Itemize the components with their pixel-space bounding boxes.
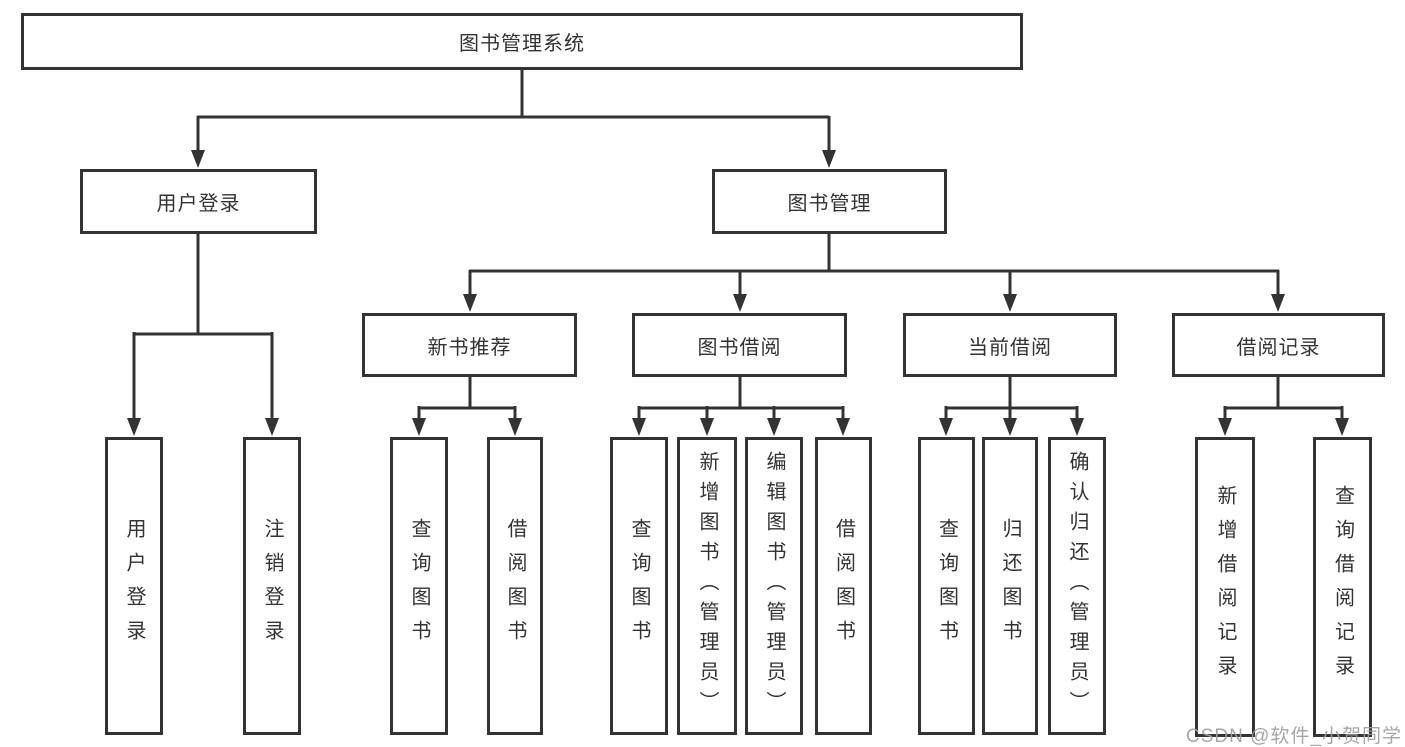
leaf-confirm-return-admin-label: 确认归还（管理员） [1066, 451, 1088, 721]
leaf-confirm-return-admin: 确认归还（管理员） [1048, 437, 1106, 735]
arrowhead [767, 418, 781, 436]
connector-root-to-level2 [196, 70, 831, 151]
node-new-book-recommend: 新书推荐 [362, 313, 577, 377]
connector-borrowrecord-to-leaves [1223, 377, 1344, 419]
arrowhead [412, 418, 426, 436]
leaf-logout: 注销登录 [243, 437, 301, 735]
node-book-management-label: 图书管理 [787, 193, 872, 215]
leaf-add-book-admin: 新增图书（管理员） [677, 437, 737, 735]
arrowhead [1271, 294, 1285, 312]
arrowhead [836, 418, 850, 436]
node-new-book-recommend-label: 新书推荐 [427, 336, 512, 359]
connector-newbookrec-to-leaves [417, 377, 517, 419]
connector-bookborrow-to-leaves [637, 377, 845, 419]
leaf-borrow-book-2: 借阅图书 [815, 437, 872, 735]
node-current-borrow-label: 当前借阅 [968, 336, 1052, 359]
leaf-query-borrow-record: 查询借阅记录 [1313, 437, 1372, 737]
leaf-return-book-label: 归还图书 [999, 518, 1021, 654]
arrowhead [265, 418, 279, 436]
arrowhead [127, 418, 141, 436]
arrowhead [1070, 418, 1084, 436]
connector-bookmgmt-to-level3 [468, 234, 1280, 295]
arrowhead [939, 418, 953, 436]
arrowhead [508, 418, 522, 436]
arrowheads [127, 150, 1349, 436]
leaf-return-book: 归还图书 [982, 437, 1038, 735]
arrowhead [1218, 418, 1232, 436]
leaf-logout-label: 注销登录 [261, 518, 283, 654]
node-root: 图书管理系统 [21, 13, 1023, 70]
csdn-watermark: CSDN @软件_小贺同学 [1186, 726, 1402, 747]
node-borrow-record: 借阅记录 [1172, 313, 1385, 377]
leaf-user-login-label: 用户登录 [123, 518, 145, 654]
arrowhead [1003, 418, 1017, 436]
leaf-add-borrow-record: 新增借阅记录 [1195, 437, 1255, 737]
arrowhead [1003, 294, 1017, 312]
node-book-borrow: 图书借阅 [632, 313, 847, 377]
arrowhead [191, 150, 205, 168]
arrowhead [700, 418, 714, 436]
leaf-query-book-1-label: 查询图书 [408, 518, 430, 654]
leaf-borrow-book-1: 借阅图书 [487, 437, 543, 735]
connector-userlogin-to-leaves [132, 234, 274, 419]
arrowhead [733, 294, 747, 312]
arrowhead [822, 150, 836, 168]
node-user-login: 用户登录 [80, 169, 317, 234]
leaf-user-login: 用户登录 [105, 437, 163, 735]
leaf-query-book-3: 查询图书 [918, 437, 975, 735]
leaf-add-borrow-record-label: 新增借阅记录 [1214, 485, 1236, 689]
arrowhead [463, 294, 477, 312]
node-current-borrow: 当前借阅 [903, 313, 1117, 377]
node-root-label: 图书管理系统 [459, 33, 585, 55]
node-book-management: 图书管理 [712, 169, 947, 234]
leaf-query-borrow-record-label: 查询借阅记录 [1331, 485, 1354, 689]
leaf-edit-book-admin: 编辑图书（管理员） [745, 437, 803, 735]
node-book-borrow-label: 图书借阅 [697, 336, 782, 359]
leaf-add-book-admin-label: 新增图书（管理员） [696, 451, 718, 721]
node-borrow-record-label: 借阅记录 [1236, 336, 1321, 359]
leaf-query-book-1: 查询图书 [390, 437, 448, 735]
leaf-edit-book-admin-label: 编辑图书（管理员） [763, 451, 785, 721]
node-user-login-label: 用户登录 [156, 193, 241, 215]
connector-currentborrow-to-leaves [944, 377, 1079, 419]
arrowhead [632, 418, 646, 436]
leaf-query-book-2-label: 查询图书 [628, 518, 650, 654]
leaf-query-book-2: 查询图书 [610, 437, 668, 735]
leaf-query-book-3-label: 查询图书 [935, 518, 958, 654]
leaf-borrow-book-2-label: 借阅图书 [832, 518, 855, 654]
arrowhead [1335, 418, 1349, 436]
leaf-borrow-book-1-label: 借阅图书 [504, 518, 526, 654]
